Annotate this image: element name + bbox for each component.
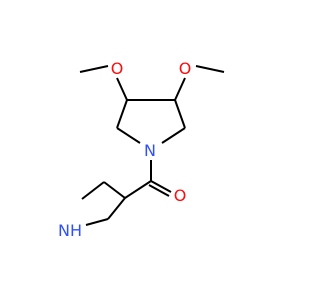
- bond-carbonyl-double-2: [148, 184, 170, 197]
- bond-carbonyl-double-1: [150, 180, 172, 193]
- bonds: [79, 65, 225, 226]
- bond-c2-n: [116, 127, 141, 144]
- bond-c5-n: [161, 127, 186, 144]
- bond-o-right-c4: [174, 77, 186, 101]
- bond-o-left-c3: [116, 77, 128, 101]
- atom-o-methoxy-right: O: [179, 59, 192, 78]
- structure-diagram: O O N O NH: [58, 59, 225, 240]
- bond-c3-c2: [116, 99, 128, 129]
- bond-c4-c5: [174, 99, 186, 129]
- atom-o-methoxy-left: O: [111, 59, 124, 78]
- bond-az-c3-c4: [107, 197, 126, 220]
- bond-methyl-o-left: [79, 65, 109, 73]
- bond-methyl-o-right: [195, 65, 225, 73]
- bond-az-c3-c2: [103, 181, 126, 199]
- bond-az-c4-n: [85, 218, 109, 226]
- bond-az-c2-n: [81, 181, 105, 200]
- atom-n-pyrrolidine: N: [144, 141, 156, 160]
- atom-o-carbonyl: O: [174, 186, 187, 205]
- molecule-drawing: O O N O NH: [58, 59, 225, 240]
- bond-carbonyl-azetidine: [124, 180, 152, 199]
- atom-nh-azetidine: NH: [58, 221, 82, 240]
- atom-labels: O O N O NH: [58, 59, 191, 240]
